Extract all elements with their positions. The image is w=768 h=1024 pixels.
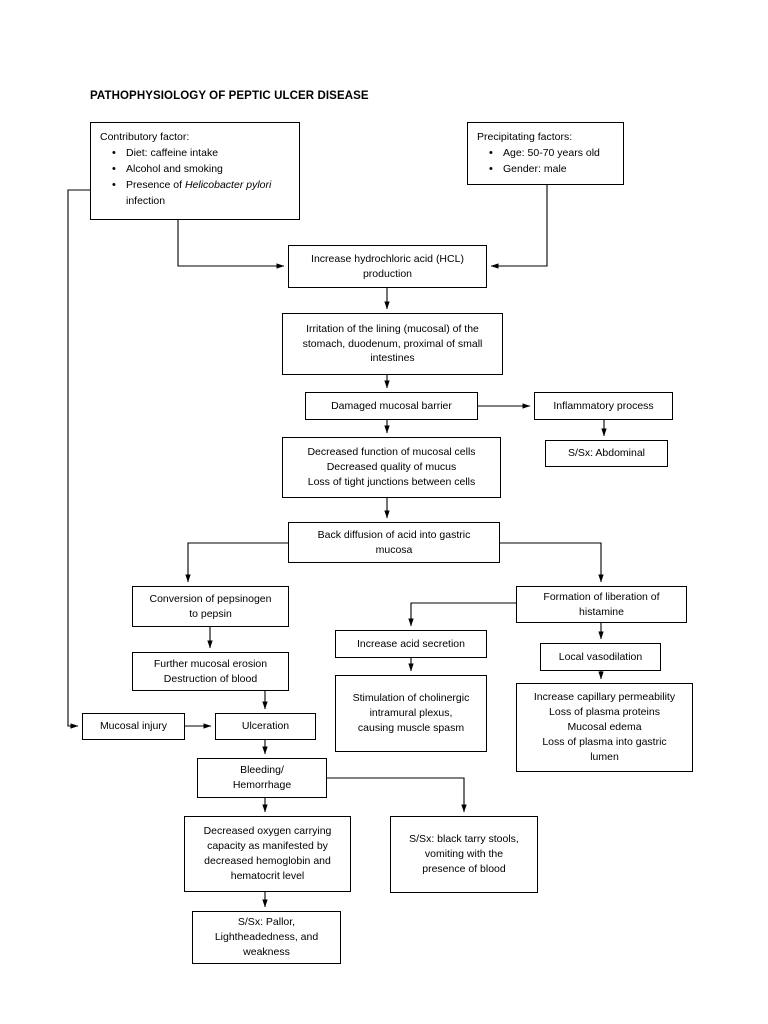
node-cholinergic-stimulation[interactable]: Stimulation of cholinergic intramural pl… [335,675,487,752]
node-line: decreased hemoglobin and [204,855,331,867]
node-ulceration[interactable]: Ulceration [215,713,316,740]
node-capillary-permeability[interactable]: Increase capillary permeability Loss of … [516,683,693,772]
node-line: Increase capillary permeability [533,691,676,704]
node-line: Loss of plasma proteins [549,706,660,719]
edge-back-diffusion-to-conversion [185,542,288,583]
node-line: weakness [243,945,290,958]
hpylori-suffix: infection [126,194,166,207]
node-line: lumen [590,750,619,763]
list-item: Gender: male [489,162,600,178]
node-line: Mucosal edema [567,721,642,734]
hpylori-species: Helicobacter pylori [184,179,272,192]
node-line: Mucosal injury [99,720,168,733]
node-line: to pepsin [189,607,232,620]
contributory-list: Diet: caffeine intake Alcohol and smokin… [100,146,293,210]
node-line: intestines [370,352,415,365]
node-line: Decreased quality of mucus [326,461,457,474]
list-item: Alcohol and smoking [112,162,293,178]
node-damaged-mucosal-barrier[interactable]: Damaged mucosal barrier [305,392,478,420]
node-line: causing muscle spasm [357,721,465,734]
node-line: hematocrit level [230,869,305,882]
edge-bleeding-to-ssx-tarry [327,777,467,813]
node-line: Damaged mucosal barrier [331,399,452,412]
node-line: Lightheadedness, and [214,931,319,944]
node-line: Increase hydrochloric acid (HCL) [311,252,464,265]
node-ssx-black-tarry-stools[interactable]: S/Sx: black tarry stools, vomiting with … [390,816,538,893]
node-increase-hcl[interactable]: Increase hydrochloric acid (HCL) product… [288,245,487,288]
node-line: Bleeding/ [240,764,284,777]
node-line: vomiting with the [424,848,504,861]
node-inflammatory-process[interactable]: Inflammatory process [534,392,673,420]
node-line: Loss of tight junctions between cells [307,475,476,488]
node-increase-acid-secretion[interactable]: Increase acid secretion [335,630,487,658]
node-line: Destruction of blood [163,672,258,685]
node-line: Stimulation of cholinergic [352,692,470,705]
node-line: presence of blood [422,862,506,875]
node-line: histamine [579,605,624,618]
node-line: S/Sx: Pallor, [237,916,296,929]
node-line: Decreased oxygen carrying [203,825,332,838]
node-line: Further mucosal erosion [153,657,268,670]
list-item: Diet: caffeine intake [112,146,293,162]
node-line: intramural plexus, [369,707,453,720]
edge-contributory-to-mucosal-injury [67,189,90,729]
node-line: S/Sx: black tarry stools, [409,833,519,846]
node-back-diffusion[interactable]: Back diffusion of acid into gastric muco… [288,522,500,563]
node-line: stomach, duodenum, proximal of small [302,337,483,350]
node-line: Increase acid secretion [357,637,465,650]
node-line: Loss of plasma into gastric [542,735,667,748]
node-line: Irritation of the lining (mucosal) of th… [306,322,479,335]
node-line: Local vasodilation [558,650,643,663]
node-mucosal-injury[interactable]: Mucosal injury [82,713,185,740]
node-line: capacity as manifested by [207,840,328,853]
node-decreased-oxygen-capacity[interactable]: Decreased oxygen carrying capacity as ma… [184,816,351,892]
contributory-heading: Contributory factor: [100,131,190,143]
node-formation-histamine[interactable]: Formation of liberation of histamine [516,586,687,623]
precipitating-heading: Precipitating factors: [477,131,573,143]
node-bleeding-hemorrhage[interactable]: Bleeding/ Hemorrhage [197,758,327,798]
node-line: Formation of liberation of [543,590,660,603]
edge-precipitating-to-hcl [490,185,548,269]
node-irritation-of-lining[interactable]: Irritation of the lining (mucosal) of th… [282,313,503,375]
node-line: S/Sx: Abdominal [567,447,646,460]
list-item: Age: 50-70 years old [489,146,600,162]
node-line: Inflammatory process [553,399,654,412]
edge-contributory-to-hcl [177,219,285,269]
node-line: Hemorrhage [232,779,292,791]
hpylori-prefix: Presence of [126,179,185,192]
node-precipitating-factors[interactable]: Precipitating factors: Age: 50-70 years … [467,122,624,185]
node-ssx-abdominal[interactable]: S/Sx: Abdominal [545,440,668,467]
edge-back-diffusion-to-histamine [500,542,604,583]
node-local-vasodilation[interactable]: Local vasodilation [540,643,661,671]
node-line: Decreased function of mucosal cells [307,446,476,459]
node-further-mucosal-erosion[interactable]: Further mucosal erosion Destruction of b… [132,652,289,691]
node-line: Ulceration [241,720,290,733]
node-line: Conversion of pepsinogen [149,592,272,605]
node-contributory-factor[interactable]: Contributory factor: Diet: caffeine inta… [90,122,300,220]
precipitating-list: Age: 50-70 years old Gender: male [477,146,600,178]
node-line: mucosa [375,543,413,556]
node-ssx-pallor[interactable]: S/Sx: Pallor, Lightheadedness, and weakn… [192,911,341,964]
list-item: Presence of Helicobacter pylori infectio… [112,178,293,208]
node-line: Back diffusion of acid into gastric [317,528,471,541]
page-title: PATHOPHYSIOLOGY OF PEPTIC ULCER DISEASE [90,90,369,102]
node-decreased-function[interactable]: Decreased function of mucosal cells Decr… [282,437,501,498]
edge-histamine-to-acid-secretion [408,602,516,627]
node-conversion-pepsinogen[interactable]: Conversion of pepsinogen to pepsin [132,586,289,627]
node-line: production [362,267,413,280]
